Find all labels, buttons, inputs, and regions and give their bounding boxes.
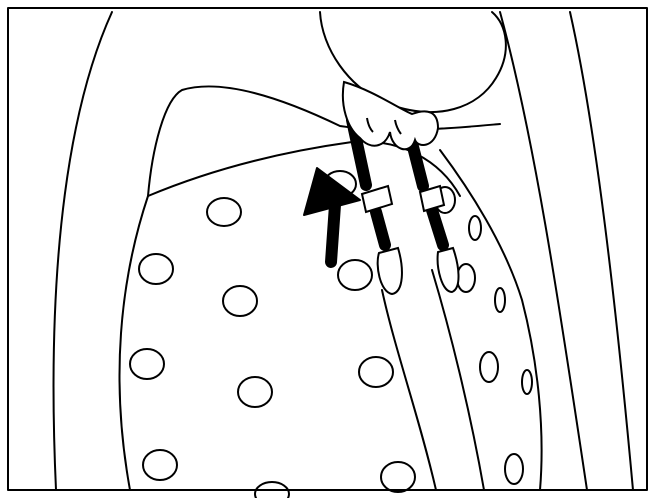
fabric-dot <box>522 370 532 394</box>
seat-back-right-inner <box>500 12 587 490</box>
fabric-dot <box>359 357 393 387</box>
fabric-dot <box>381 462 415 492</box>
fabric-dot <box>469 216 481 240</box>
lift-direction-arrow <box>304 168 360 262</box>
fabric-dot <box>207 198 241 226</box>
fabric-dot <box>143 450 177 480</box>
fabric-dot <box>223 286 257 316</box>
right-buckle-tongue <box>438 248 459 292</box>
seat-belt-band-right <box>432 270 484 490</box>
fabric-dot <box>139 254 173 284</box>
left-buckle-tongue <box>378 248 402 294</box>
fabric-dot <box>238 377 272 407</box>
right-harness-strap-lower <box>432 210 443 245</box>
seat-left-edge <box>54 12 112 490</box>
fabric-dot <box>130 349 164 379</box>
seat-back-right-outer <box>570 12 633 490</box>
fabric-dot <box>457 264 475 292</box>
arrow-shaft <box>331 205 335 262</box>
cushion-front-edge <box>120 196 148 490</box>
left-harness-strap-lower <box>376 212 385 245</box>
fabric-dot <box>495 288 505 312</box>
fabric-dot <box>505 454 523 484</box>
fabric-dot <box>480 352 498 382</box>
seat-belt-band-left <box>382 290 436 490</box>
fabric-dot <box>338 260 372 290</box>
